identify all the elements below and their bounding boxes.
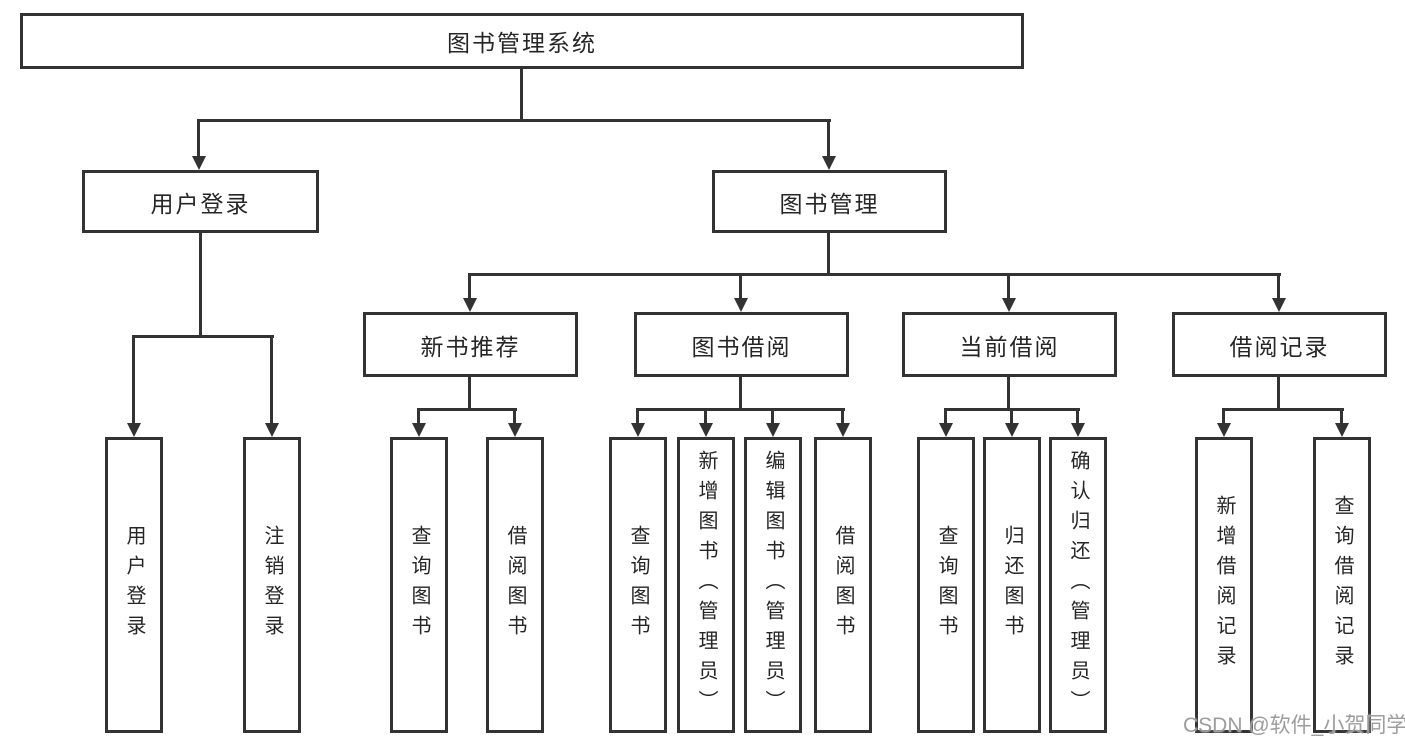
- connector-arrowhead: [1005, 423, 1019, 437]
- connector-line: [771, 408, 774, 425]
- node-system-root: 图书管理系统: [20, 13, 1024, 69]
- node-label: 新增图书（管理员）: [695, 450, 717, 720]
- leaf-query-borrow-record: 查询借阅记录: [1313, 437, 1371, 733]
- node-label: 编辑图书（管理员）: [762, 450, 784, 720]
- node-label: 图书管理系统: [447, 30, 597, 56]
- connector-line: [417, 408, 420, 425]
- connector-arrowhead: [822, 156, 836, 170]
- connector-line: [1010, 408, 1013, 425]
- connector-arrowhead: [192, 156, 206, 170]
- leaf-add-borrow-record: 新增借阅记录: [1195, 437, 1253, 733]
- connector-line: [1277, 273, 1280, 300]
- connector-line: [1007, 377, 1010, 408]
- node-label: 借阅记录: [1229, 333, 1330, 360]
- connector-line: [513, 408, 516, 425]
- connector-arrowhead: [1071, 423, 1085, 437]
- connector-arrowhead: [508, 423, 522, 437]
- connector-line: [197, 119, 831, 122]
- leaf-edit-book-admin: 编辑图书（管理员）: [744, 437, 802, 733]
- connector-line: [520, 68, 523, 119]
- connector-line: [739, 377, 742, 408]
- node-label: 用户登录: [123, 525, 145, 645]
- node-book-borrow: 图书借阅: [634, 312, 849, 377]
- leaf-query-books-borrow: 查询图书: [609, 437, 667, 733]
- connector-line: [270, 335, 273, 425]
- node-user-login: 用户登录: [82, 170, 319, 233]
- connector-arrowhead: [1272, 298, 1286, 312]
- node-borrow-records: 借阅记录: [1172, 312, 1387, 377]
- connector-line: [1340, 408, 1343, 425]
- connector-line: [827, 233, 830, 273]
- connector-arrowhead: [631, 423, 645, 437]
- connector-line: [132, 335, 135, 425]
- connector-line: [636, 408, 639, 425]
- connector-line: [704, 408, 707, 425]
- leaf-query-books-current: 查询图书: [917, 437, 975, 733]
- leaf-return-book: 归还图书: [983, 437, 1041, 733]
- connector-line: [1222, 408, 1344, 411]
- node-new-book-recommend: 新书推荐: [363, 312, 578, 377]
- leaf-borrow-books: 借阅图书: [814, 437, 872, 733]
- leaf-confirm-return-admin: 确认归还（管理员）: [1049, 437, 1107, 733]
- connector-line: [1277, 377, 1280, 408]
- node-label: 用户登录: [150, 190, 251, 217]
- connector-line: [827, 119, 830, 158]
- node-label: 查询图书: [627, 525, 649, 645]
- connector-arrowhead: [699, 423, 713, 437]
- connector-arrowhead: [766, 423, 780, 437]
- connector-arrowhead: [1217, 423, 1231, 437]
- connector-arrowhead: [836, 423, 850, 437]
- leaf-query-books-recommend: 查询图书: [390, 437, 448, 733]
- node-book-management: 图书管理: [712, 170, 947, 233]
- connector-line: [132, 335, 274, 338]
- node-label: 查询图书: [408, 525, 430, 645]
- node-label: 借阅图书: [504, 525, 526, 645]
- node-label: 确认归还（管理员）: [1067, 450, 1089, 720]
- connector-line: [468, 273, 1281, 276]
- connector-line: [468, 273, 471, 300]
- node-label: 图书管理: [779, 190, 880, 217]
- connector-arrowhead: [939, 423, 953, 437]
- node-label: 归还图书: [1001, 525, 1023, 645]
- connector-line: [841, 408, 844, 425]
- connector-line: [1007, 273, 1010, 300]
- connector-arrowhead: [265, 423, 279, 437]
- connector-line: [199, 233, 202, 335]
- connector-line: [739, 273, 742, 300]
- connector-arrowhead: [127, 423, 141, 437]
- connector-line: [1222, 408, 1225, 425]
- connector-line: [197, 119, 200, 158]
- node-label: 查询借阅记录: [1331, 495, 1353, 675]
- node-label: 查询图书: [935, 525, 957, 645]
- connector-arrowhead: [463, 298, 477, 312]
- node-current-borrow: 当前借阅: [902, 312, 1117, 377]
- connector-line: [1076, 408, 1079, 425]
- node-label: 借阅图书: [832, 525, 854, 645]
- leaf-logout: 注销登录: [243, 437, 301, 733]
- leaf-borrow-books-recommend: 借阅图书: [486, 437, 544, 733]
- connector-arrowhead: [734, 298, 748, 312]
- csdn-watermark: CSDN @软件_小贺同学: [1183, 714, 1405, 737]
- leaf-user-login: 用户登录: [105, 437, 163, 733]
- node-label: 新书推荐: [420, 333, 521, 360]
- node-label: 新增借阅记录: [1213, 495, 1235, 675]
- connector-arrowhead: [1335, 423, 1349, 437]
- connector-line: [468, 377, 471, 408]
- connector-line: [417, 408, 517, 411]
- node-label: 当前借阅: [959, 333, 1060, 360]
- leaf-add-book-admin: 新增图书（管理员）: [677, 437, 735, 733]
- node-label: 注销登录: [261, 525, 283, 645]
- node-label: 图书借阅: [691, 333, 792, 360]
- connector-line: [636, 408, 845, 411]
- connector-arrowhead: [412, 423, 426, 437]
- connector-arrowhead: [1002, 298, 1016, 312]
- connector-line: [944, 408, 947, 425]
